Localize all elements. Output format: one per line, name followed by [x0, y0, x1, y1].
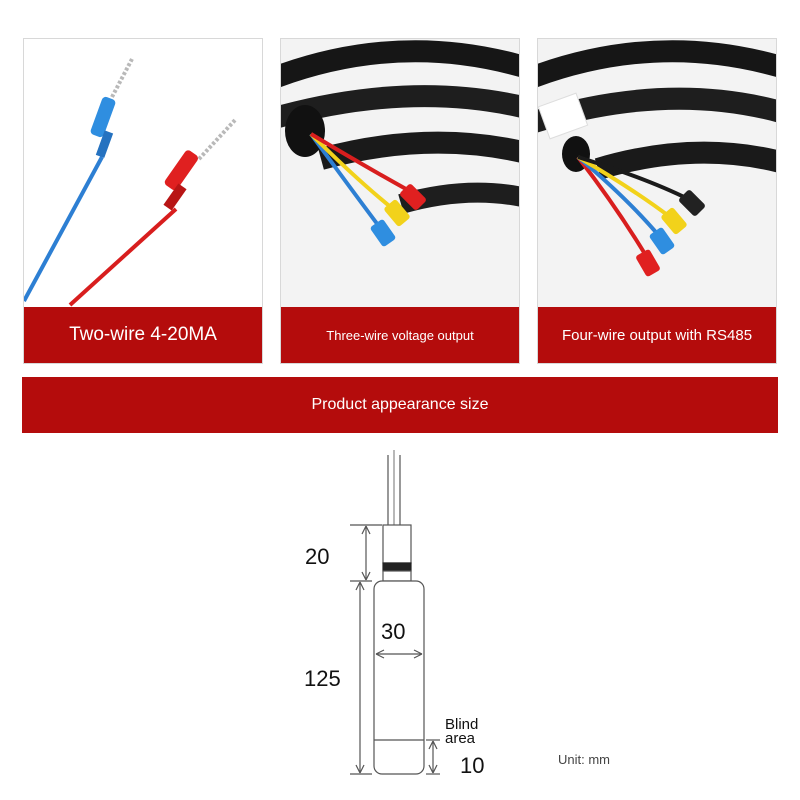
- panel-three-wire: Three-wire voltage output: [280, 38, 520, 364]
- four-wire-cable-photo: [538, 39, 776, 307]
- panel-two-wire: Two-wire 4-20MA: [23, 38, 263, 364]
- section-title-band: Product appearance size: [22, 377, 778, 433]
- panel-caption: Four-wire output with RS485: [561, 326, 753, 344]
- blind-label-line2: area: [445, 730, 476, 747]
- three-wire-cable-photo: [281, 39, 519, 307]
- two-wire-cable-photo: [24, 39, 262, 307]
- blind-value-label: 10: [460, 753, 484, 778]
- caption-band: Four-wire output with RS485: [538, 307, 776, 363]
- sensor-dimension-drawing: 20 30 125 Blind area 10: [304, 450, 484, 778]
- unit-label: Unit: mm: [558, 752, 610, 767]
- panel-caption: Three-wire voltage output: [326, 327, 474, 343]
- panel-caption: Two-wire 4-20MA: [69, 324, 217, 345]
- caption-band: Three-wire voltage output: [281, 307, 519, 363]
- section-title: Product appearance size: [311, 396, 489, 413]
- panel-four-wire: Four-wire output with RS485: [537, 38, 777, 364]
- caption-band: Two-wire 4-20MA: [24, 307, 262, 363]
- blind-label-line1: Blind: [445, 716, 478, 733]
- body-length-label: 125: [304, 666, 341, 691]
- diameter-label: 30: [381, 619, 405, 644]
- cap-height-label: 20: [305, 544, 329, 569]
